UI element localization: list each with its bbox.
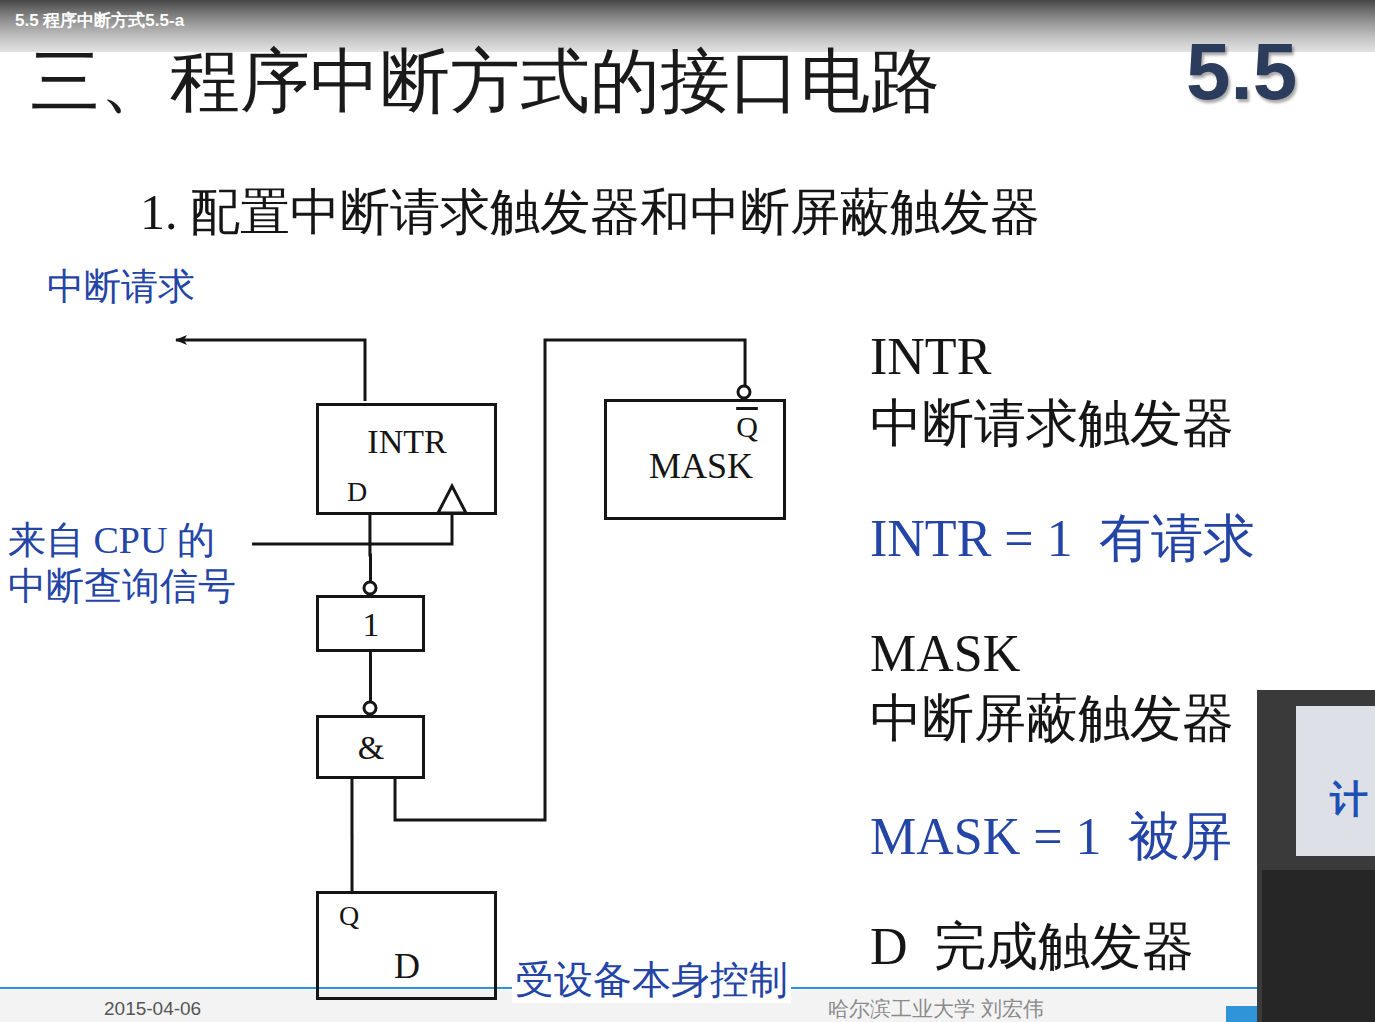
webcam-text-slot: 计	[1330, 778, 1368, 822]
term-definition-slot: D 完成触发器	[870, 917, 1194, 977]
query-signal-wire	[252, 514, 452, 544]
term-definition: 中断请求触发器	[870, 394, 1234, 454]
node-text: 1	[363, 605, 380, 644]
subtitle-slot: 1. 配置中断请求触发器和中断屏蔽触发器	[140, 184, 1040, 242]
term-slot: INTR	[870, 327, 991, 387]
signal-label: 来自 CPU 的 中断查询信号	[8, 517, 248, 609]
signal-wire	[350, 779, 353, 891]
node-text: D	[394, 946, 420, 987]
node-text: Q	[339, 900, 359, 932]
video-title: 5.5 程序中断方式5.5-a	[15, 11, 184, 31]
gate-box: &	[316, 715, 425, 779]
date-stamp: 2015-04-06	[104, 998, 201, 1020]
inversion-bubble	[738, 386, 750, 398]
state-note: INTR = 1 有请求	[870, 509, 1255, 569]
node-text-slot: MASK	[649, 446, 753, 487]
node-text: &	[358, 728, 384, 767]
signal-label-slot: 来自 CPU 的 中断查询信号	[8, 517, 248, 609]
term-definition: 中断屏蔽触发器	[870, 689, 1234, 749]
watermark: 哈尔滨工业大学 刘宏伟	[828, 997, 1044, 1021]
node-text-slot: &	[358, 728, 384, 767]
state-note-slot: MASK = 1 被屏	[870, 807, 1232, 867]
state-note: MASK = 1 被屏	[870, 807, 1232, 867]
inversion-bubble	[364, 702, 376, 714]
webcam-board	[1296, 706, 1375, 856]
gate-box: 1	[316, 595, 425, 652]
signal-label-slot: 中断请求	[47, 266, 195, 309]
flip-flop-box: QMASK	[604, 399, 786, 520]
date-stamp-slot: 2015-04-06	[104, 998, 201, 1020]
flip-flop-box: INTRD	[316, 403, 497, 515]
node-text: INTR	[367, 422, 446, 461]
note-slot: 受设备本身控制	[512, 958, 791, 1003]
node-text-slot: Q	[736, 410, 758, 445]
node-text-slot: Q	[339, 900, 359, 932]
note: 受设备本身控制	[512, 958, 791, 1003]
section-number-slot: 5.5	[1186, 26, 1297, 118]
term: INTR	[870, 327, 991, 387]
subtitle: 1. 配置中断请求触发器和中断屏蔽触发器	[140, 184, 1040, 242]
video-title-slot: 5.5 程序中断方式5.5-a	[15, 11, 184, 31]
webcam-shadow	[1262, 870, 1375, 1022]
slide-title-slot: 三、程序中断方式的接口电路	[30, 42, 940, 123]
interrupt-request-wire	[176, 340, 365, 401]
state-note-slot: INTR = 1 有请求	[870, 509, 1255, 569]
node-text-slot: INTR	[367, 422, 446, 461]
term-slot: MASK	[870, 624, 1020, 684]
node-text: Q	[736, 410, 758, 445]
signal-wire	[395, 340, 745, 820]
flip-flop-box: QD	[316, 891, 497, 1000]
inversion-bubble	[364, 582, 376, 594]
term-definition-slot: 中断屏蔽触发器	[870, 689, 1234, 749]
node-text-slot: D	[347, 476, 367, 508]
term: MASK	[870, 624, 1020, 684]
watermark-slot: 哈尔滨工业大学 刘宏伟	[828, 997, 1044, 1021]
node-text-slot: 1	[363, 605, 380, 644]
node-text: MASK	[649, 446, 753, 487]
node-text: D	[347, 476, 367, 508]
webcam-inset	[1257, 690, 1375, 1022]
node-text-slot: D	[394, 946, 420, 987]
section-number: 5.5	[1186, 26, 1297, 118]
term-definition: D 完成触发器	[870, 917, 1194, 977]
slide-title: 三、程序中断方式的接口电路	[30, 42, 940, 123]
webcam-text: 计	[1330, 778, 1368, 822]
signal-label: 中断请求	[47, 266, 195, 309]
clock-triangle	[438, 486, 466, 513]
term-definition-slot: 中断请求触发器	[870, 394, 1234, 454]
